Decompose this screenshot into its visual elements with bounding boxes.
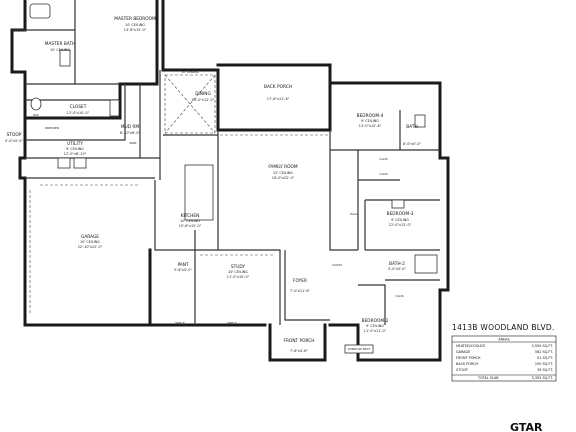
bedroom-3-size: 12'-0"x12'-0": [389, 223, 412, 227]
bedroom-2-label: BEDROOM-2: [362, 318, 389, 324]
bedroom-4-label: BEDROOM-4: [357, 113, 384, 119]
areas-table: AREAS HEATED/COOLED 2,550 SQ.FT. GARAGE …: [451, 335, 557, 382]
kitchen-ceiling: 10' CEILING: [180, 219, 200, 223]
bedroom-4-ceiling: 9' CEILING: [361, 119, 379, 123]
garage-size: 22'-10"x22'-0": [78, 245, 103, 249]
shower-icon: [59, 49, 71, 67]
master-bath-ceiling: 10' CEILING: [50, 48, 70, 52]
cabinet-icon: [109, 99, 120, 117]
kitchen-label: KITCHEN: [181, 213, 200, 219]
areas-header: AREAS: [498, 338, 509, 342]
window-seat-bench: [344, 344, 374, 354]
bedroom-3-label: BEDROOM-3: [387, 211, 414, 217]
garage-ceiling: 10' CEILING: [80, 240, 100, 244]
title-block: 1413B WOODLAND BLVD. AREAS HEATED/COOLED…: [451, 323, 557, 432]
area-row-value: 2,550 SQ.FT.: [532, 344, 554, 348]
area-row-label: HEATED/COOLED: [456, 344, 485, 348]
bath-toilet-icon: [414, 114, 426, 128]
area-row-value: 39 SQ.FT.: [537, 368, 553, 372]
foyer-size: 7'-0"x11'-6": [290, 289, 311, 293]
closet-size: 12'-0"x10'-0": [67, 111, 90, 115]
front-porch-label: FRONT PORCH: [283, 338, 314, 344]
area-row-label: FRONT PORCH: [456, 356, 481, 360]
dining-ceiling: 10' CEILING: [181, 70, 199, 74]
window-seat-label: WINDOW SEAT: [348, 347, 370, 351]
master-bedroom-size: 13'-6"x15'-0": [124, 28, 147, 32]
area-row-value: 190 SQ.FT.: [535, 362, 553, 366]
family-room-label: FAMILY ROOM: [268, 164, 298, 170]
project-title: 1413B WOODLAND BLVD.: [452, 323, 555, 332]
clos-label-1: CLOS.: [380, 157, 389, 161]
utility-size: 12'-0"x8'-10": [64, 152, 87, 156]
area-row-value: 562 SQ.FT.: [535, 350, 553, 354]
washer-icon: [57, 157, 71, 169]
clos-label-2: CLOS.: [380, 172, 389, 176]
kitchen-size: 15'-6"x15'-0": [179, 224, 202, 228]
brand-watermark: GTAR: [510, 421, 543, 432]
total-slab-label: TOTAL SLAB: [477, 376, 499, 380]
area-row-label: BACK PORCH: [456, 362, 479, 366]
bedroom-2-ceiling: 9' CEILING: [366, 324, 384, 328]
bedroom-3-ceiling: 9' CEILING: [391, 218, 409, 222]
area-row-label: STOOP: [456, 368, 468, 372]
closet-label: CLOSET: [70, 104, 87, 110]
study-label: STUDY: [231, 264, 246, 270]
tub-icon: [29, 3, 51, 19]
garage-label: GARAGE: [81, 234, 99, 240]
front-porch-size: 7'-6"x4'-6": [290, 349, 309, 353]
master-bedroom-label: MASTER BEDROOM: [114, 16, 156, 22]
sink-icon: [391, 199, 405, 209]
pantry-size: 5'-8"x5'-0": [174, 268, 193, 272]
master-bath-label: MASTER BATH: [45, 41, 75, 47]
kitchen-island: [184, 164, 214, 221]
bath2-tub-icon: [414, 254, 438, 274]
dresser-label: DRESSER: [45, 126, 59, 130]
clos-label-3: CLOS.: [396, 294, 405, 298]
toilet-icon: [30, 97, 42, 111]
back-porch-label: BACK PORCH: [264, 84, 292, 90]
sink-label: SINK: [129, 141, 137, 145]
total-slab-value: 3,392 SQ.FT.: [532, 376, 554, 380]
stoop-size: 5'-0"x5'-0": [5, 139, 24, 143]
study-size: 11'-0"x10'-0": [227, 275, 250, 279]
area-row-value: 51 SQ.FT.: [537, 356, 553, 360]
bath-2-size: 5'-0"x5'-0": [388, 267, 407, 271]
master-bedroom-ceiling: 10' CEILING: [125, 23, 145, 27]
utility-ceiling: 9' CEILING: [66, 147, 84, 151]
hall-label: HALL: [350, 212, 358, 216]
foyer-label: FOYER: [293, 278, 307, 284]
study-ceiling: 10' CEILING: [228, 270, 248, 274]
dining-size: 15'-0"x12'-0": [192, 98, 215, 102]
dashed-lines: [29, 74, 328, 315]
wc-label: W/C: [33, 113, 39, 117]
bedroom-4-size: 13'-0"x12'-8": [359, 124, 382, 128]
shelf-label-2: SHELF: [227, 321, 237, 325]
shelf-label-1: SHELF: [175, 321, 185, 325]
dryer-icon: [73, 157, 87, 169]
bath-size: 8'-0"x5'-0": [403, 142, 422, 146]
family-room-ceiling: 12' CEILING: [273, 171, 293, 175]
mud-rm-size: 6'-10"x8'-0": [120, 131, 141, 135]
back-porch-size: 17'-6"x11'-6": [267, 97, 290, 101]
utility-label: UTILITY: [67, 141, 83, 147]
coats-label: COATS: [332, 263, 342, 267]
dining-label: DINING: [195, 91, 211, 97]
bath-label: BATH: [406, 124, 417, 130]
interior-walls: [12, 0, 440, 325]
bath-2-label: BATH-2: [389, 261, 405, 267]
family-room-size: 18'-0"x22'-0": [272, 176, 295, 180]
mud-rm-label: MUD RM: [121, 124, 140, 130]
area-row-label: GARAGE: [456, 350, 470, 354]
bedroom-2-size: 11'-0"x11'-0": [364, 329, 387, 333]
pantry-label: PANT: [177, 262, 188, 268]
room-labels: MASTER BEDROOM 10' CEILING 13'-6"x15'-0"…: [5, 16, 422, 353]
fixtures: [29, 3, 438, 354]
stoop-label: STOOP: [7, 132, 22, 138]
